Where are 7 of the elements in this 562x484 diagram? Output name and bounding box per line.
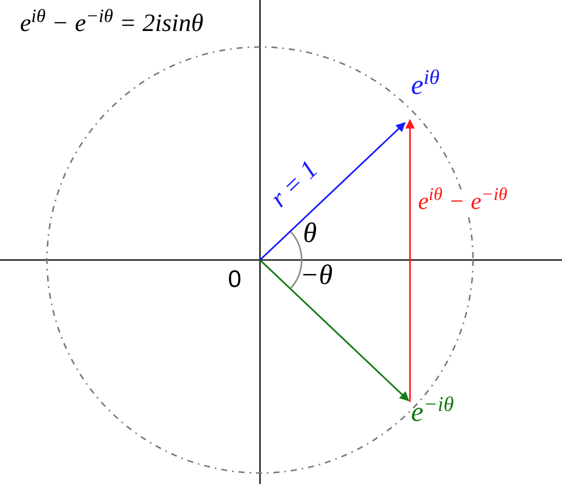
point-label: 0: [228, 268, 242, 292]
angle-label: −θ: [300, 262, 333, 290]
title: e$^{iθ}$ − e$^{−iθ}$ = 2isinθ: [20, 8, 204, 39]
angle-label: θ: [303, 220, 317, 248]
arrow: [405, 119, 415, 402]
arrow: [259, 122, 406, 261]
arrow: [259, 259, 410, 402]
